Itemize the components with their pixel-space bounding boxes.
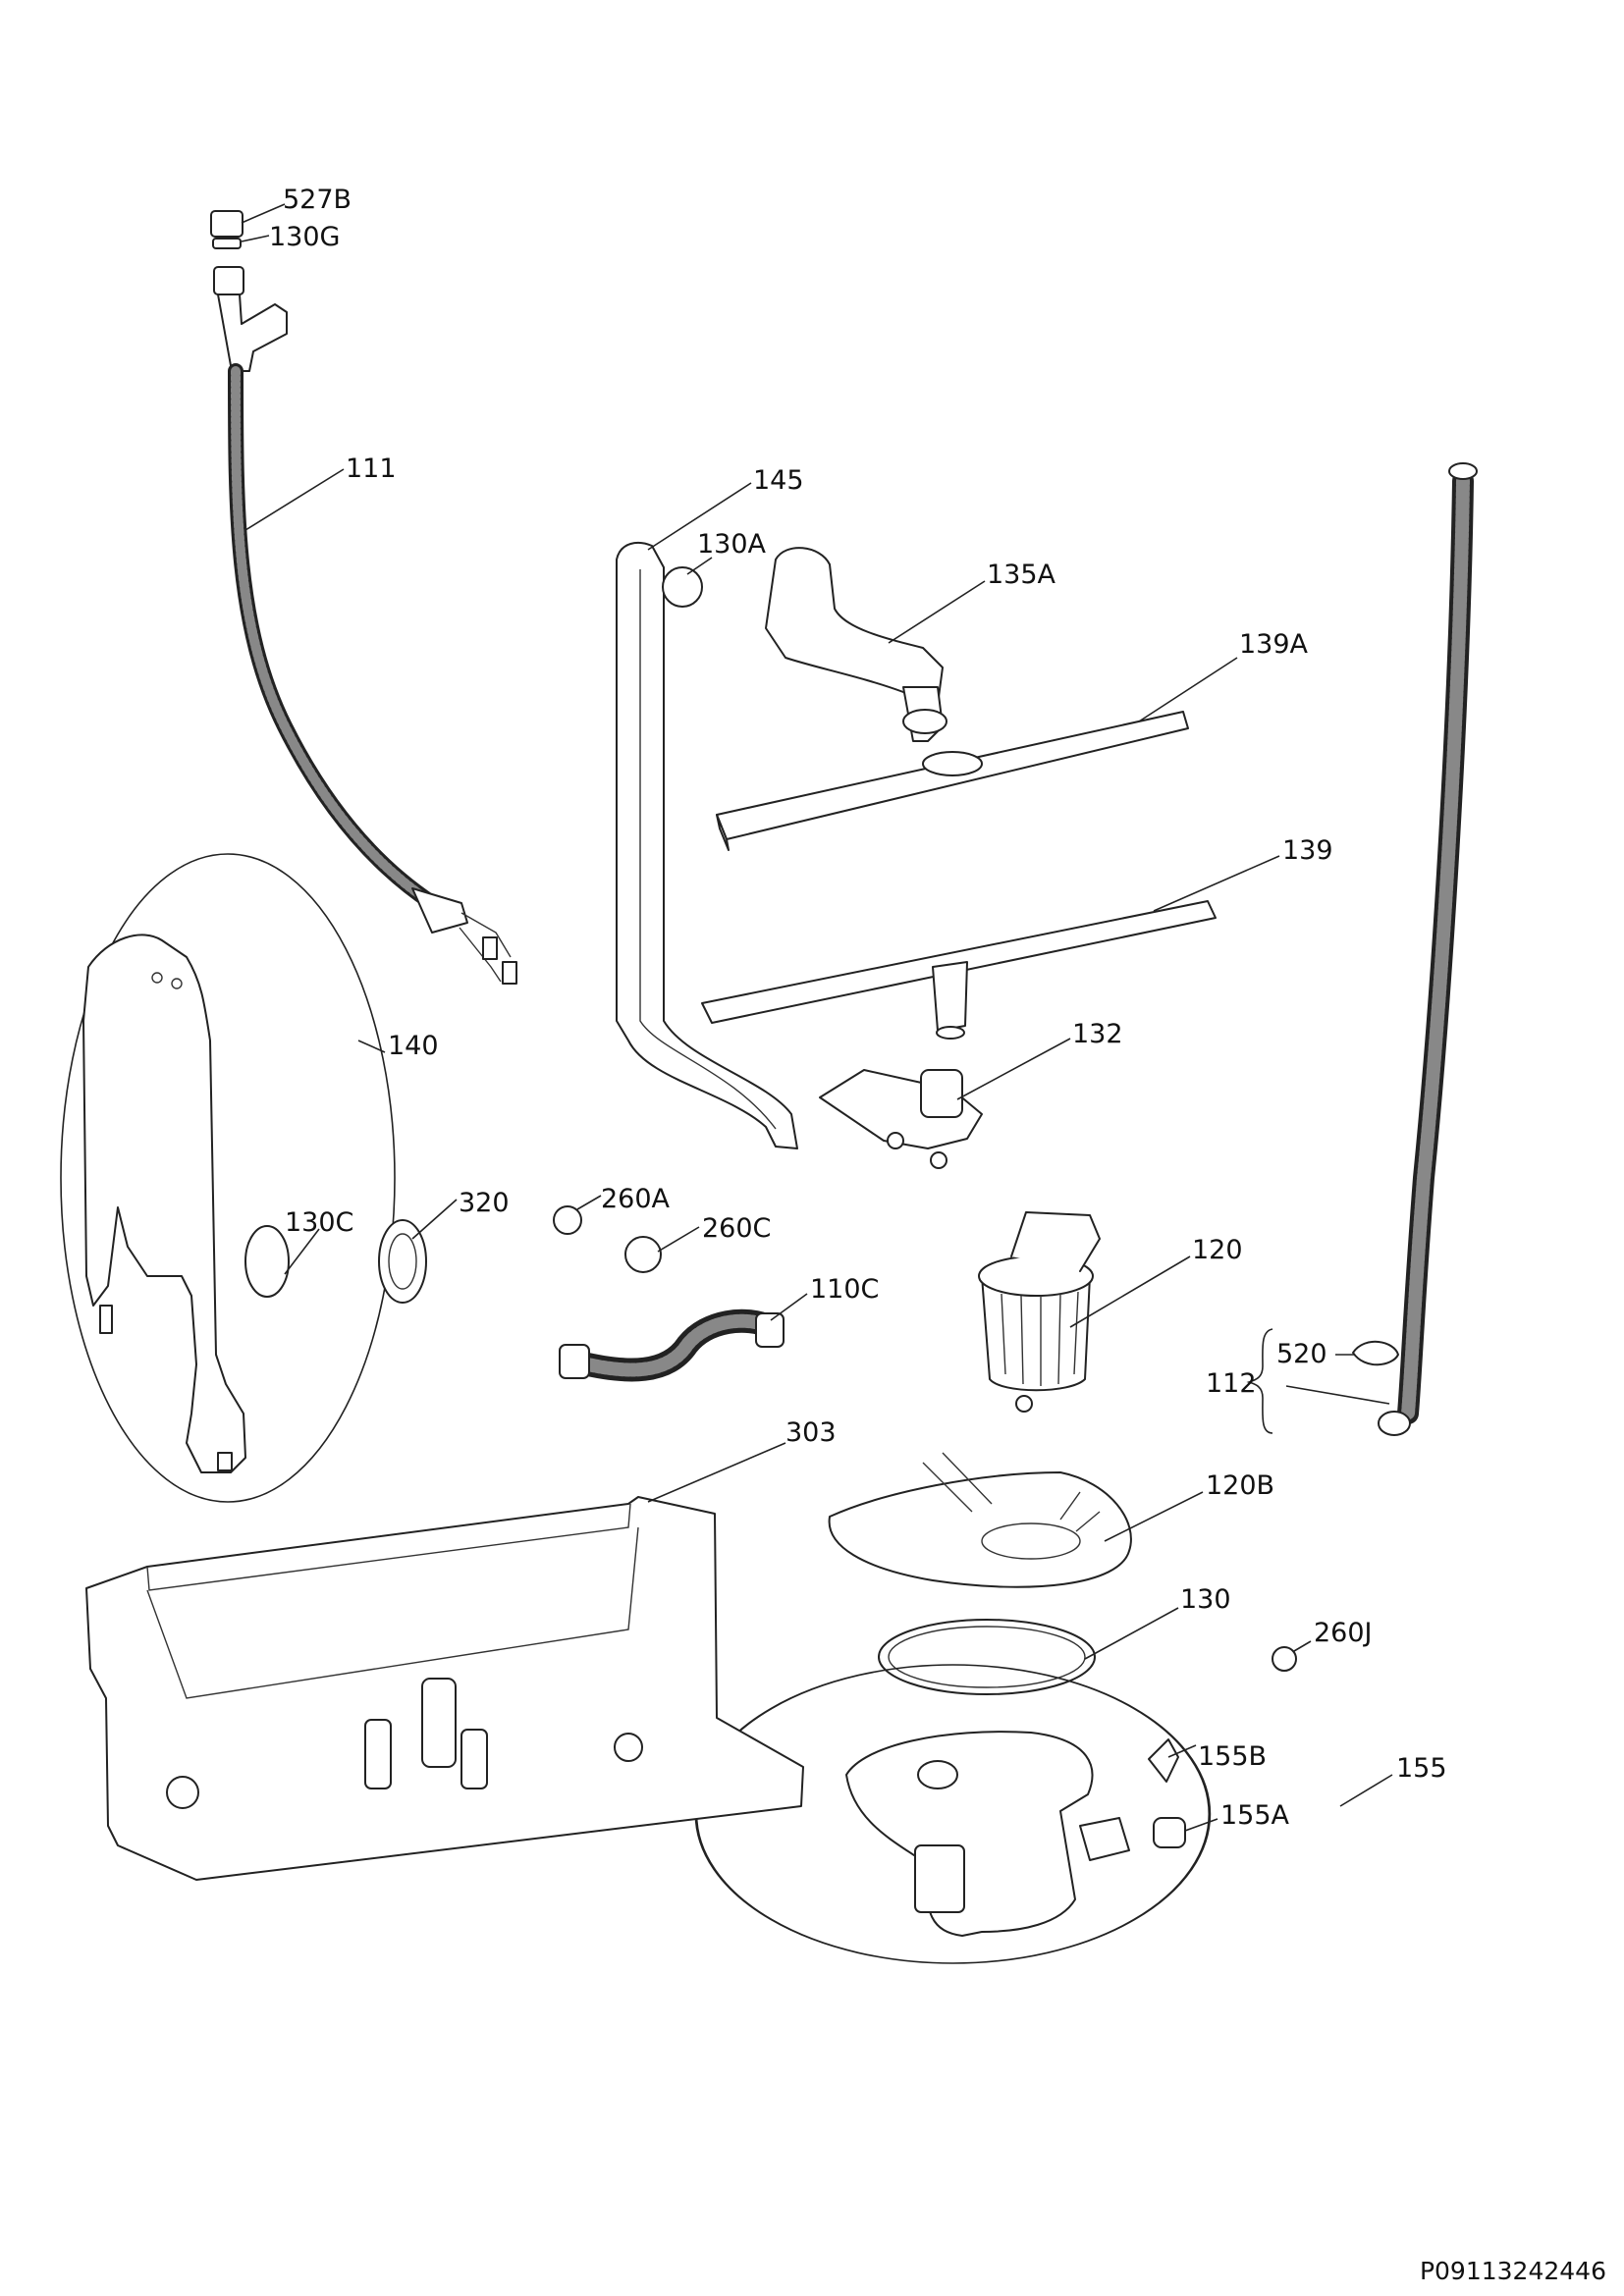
wire-leads [459, 912, 512, 983]
clamp-260J [1272, 1646, 1297, 1672]
spray-arm-support-132 [819, 1069, 983, 1169]
upper-spray-arm-139A [716, 711, 1189, 851]
label-139: 139 [1282, 835, 1333, 866]
clamp-260A [553, 1205, 582, 1235]
seal-320 [378, 1219, 427, 1304]
washer-130G [212, 238, 242, 249]
part-labels: 527B 130G 111 145 130A 135A 139A 139 140… [269, 185, 1447, 1831]
label-260J: 260J [1314, 1618, 1373, 1648]
valve-155A [1153, 1817, 1186, 1848]
detail-ellipse-140 [60, 853, 396, 1503]
label-320: 320 [459, 1188, 510, 1218]
sump-155 [845, 1731, 1130, 1937]
document-code: P09113242446 [1420, 2257, 1606, 2285]
label-130: 130 [1180, 1584, 1231, 1615]
label-135A: 135A [987, 560, 1056, 590]
bracket-112 [1246, 1328, 1273, 1434]
inlet-valve-body [217, 294, 288, 372]
label-139A: 139A [1239, 629, 1309, 660]
clip-520 [1352, 1340, 1399, 1366]
hose-fitting [213, 266, 244, 295]
water-duct-140 [82, 934, 246, 1473]
label-145: 145 [753, 465, 804, 496]
label-260A: 260A [601, 1184, 671, 1214]
clamp-260C [624, 1236, 662, 1273]
label-140: 140 [388, 1031, 439, 1061]
label-110C: 110C [810, 1274, 879, 1305]
drain-hose-112 [1378, 462, 1478, 1436]
label-112: 112 [1206, 1368, 1257, 1399]
label-120: 120 [1192, 1235, 1243, 1265]
label-130A: 130A [697, 529, 767, 560]
leader-lines [241, 203, 1393, 1832]
inlet-hose-assembly [210, 210, 517, 985]
label-130G: 130G [269, 222, 340, 252]
lower-spray-arm-139 [701, 900, 1217, 1040]
label-130C: 130C [285, 1207, 353, 1238]
label-303: 303 [785, 1417, 837, 1448]
base-tray-303 [85, 1496, 804, 1881]
label-155B: 155B [1198, 1741, 1267, 1772]
gasket-130 [878, 1619, 1096, 1695]
label-527B: 527B [283, 185, 352, 215]
seal-130A [662, 566, 703, 608]
inlet-hose-111 [228, 363, 440, 911]
label-155A: 155A [1220, 1800, 1290, 1831]
label-155: 155 [1396, 1753, 1447, 1784]
label-132: 132 [1072, 1019, 1123, 1049]
label-520: 520 [1276, 1339, 1327, 1369]
supply-tube-145 [616, 542, 798, 1149]
hose-110C [559, 1308, 785, 1382]
label-120B: 120B [1206, 1470, 1274, 1501]
label-260C: 260C [702, 1213, 771, 1244]
seal-130C [244, 1225, 290, 1298]
spray-arm-holder-135A [765, 547, 947, 742]
flap-155B [1148, 1738, 1179, 1783]
filter-120 [978, 1211, 1101, 1413]
label-111: 111 [346, 454, 397, 484]
microfilter-120B [828, 1452, 1132, 1588]
hose-nut-527B [210, 210, 244, 238]
